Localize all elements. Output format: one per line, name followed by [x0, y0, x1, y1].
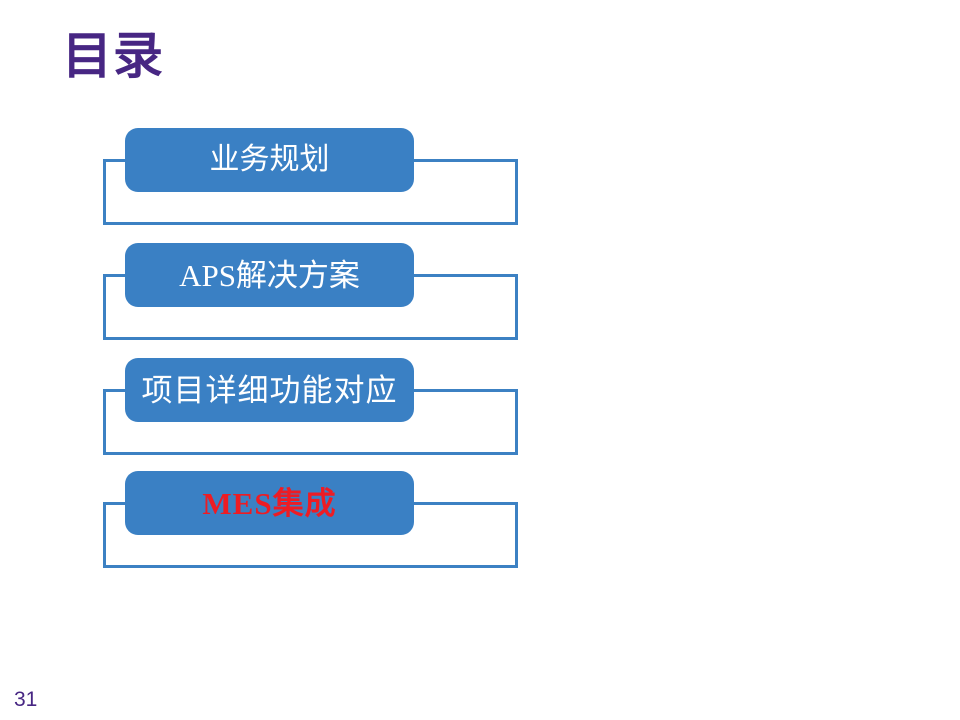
agenda-item-2-pill[interactable]: APS解决方案: [125, 243, 414, 307]
agenda-item-1[interactable]: 业务规划: [0, 128, 960, 228]
agenda-item-1-label: 业务规划: [209, 143, 330, 176]
agenda-item-3-label: 项目详细功能对应: [141, 372, 398, 408]
agenda-list: 业务规划 APS解决方案 项目详细功能对应 MES集成: [0, 128, 960, 571]
agenda-item-1-pill[interactable]: 业务规划: [125, 128, 414, 192]
page-title: 目录: [62, 28, 164, 84]
agenda-item-4[interactable]: MES集成: [0, 471, 960, 571]
agenda-item-3-pill[interactable]: 项目详细功能对应: [125, 358, 414, 422]
agenda-item-4-pill[interactable]: MES集成: [125, 471, 414, 535]
page-number: 31: [14, 688, 38, 711]
agenda-item-2[interactable]: APS解决方案: [0, 243, 960, 343]
agenda-item-3[interactable]: 项目详细功能对应: [0, 358, 960, 458]
agenda-item-2-label: APS解决方案: [179, 257, 360, 293]
agenda-item-4-label: MES集成: [202, 485, 337, 521]
